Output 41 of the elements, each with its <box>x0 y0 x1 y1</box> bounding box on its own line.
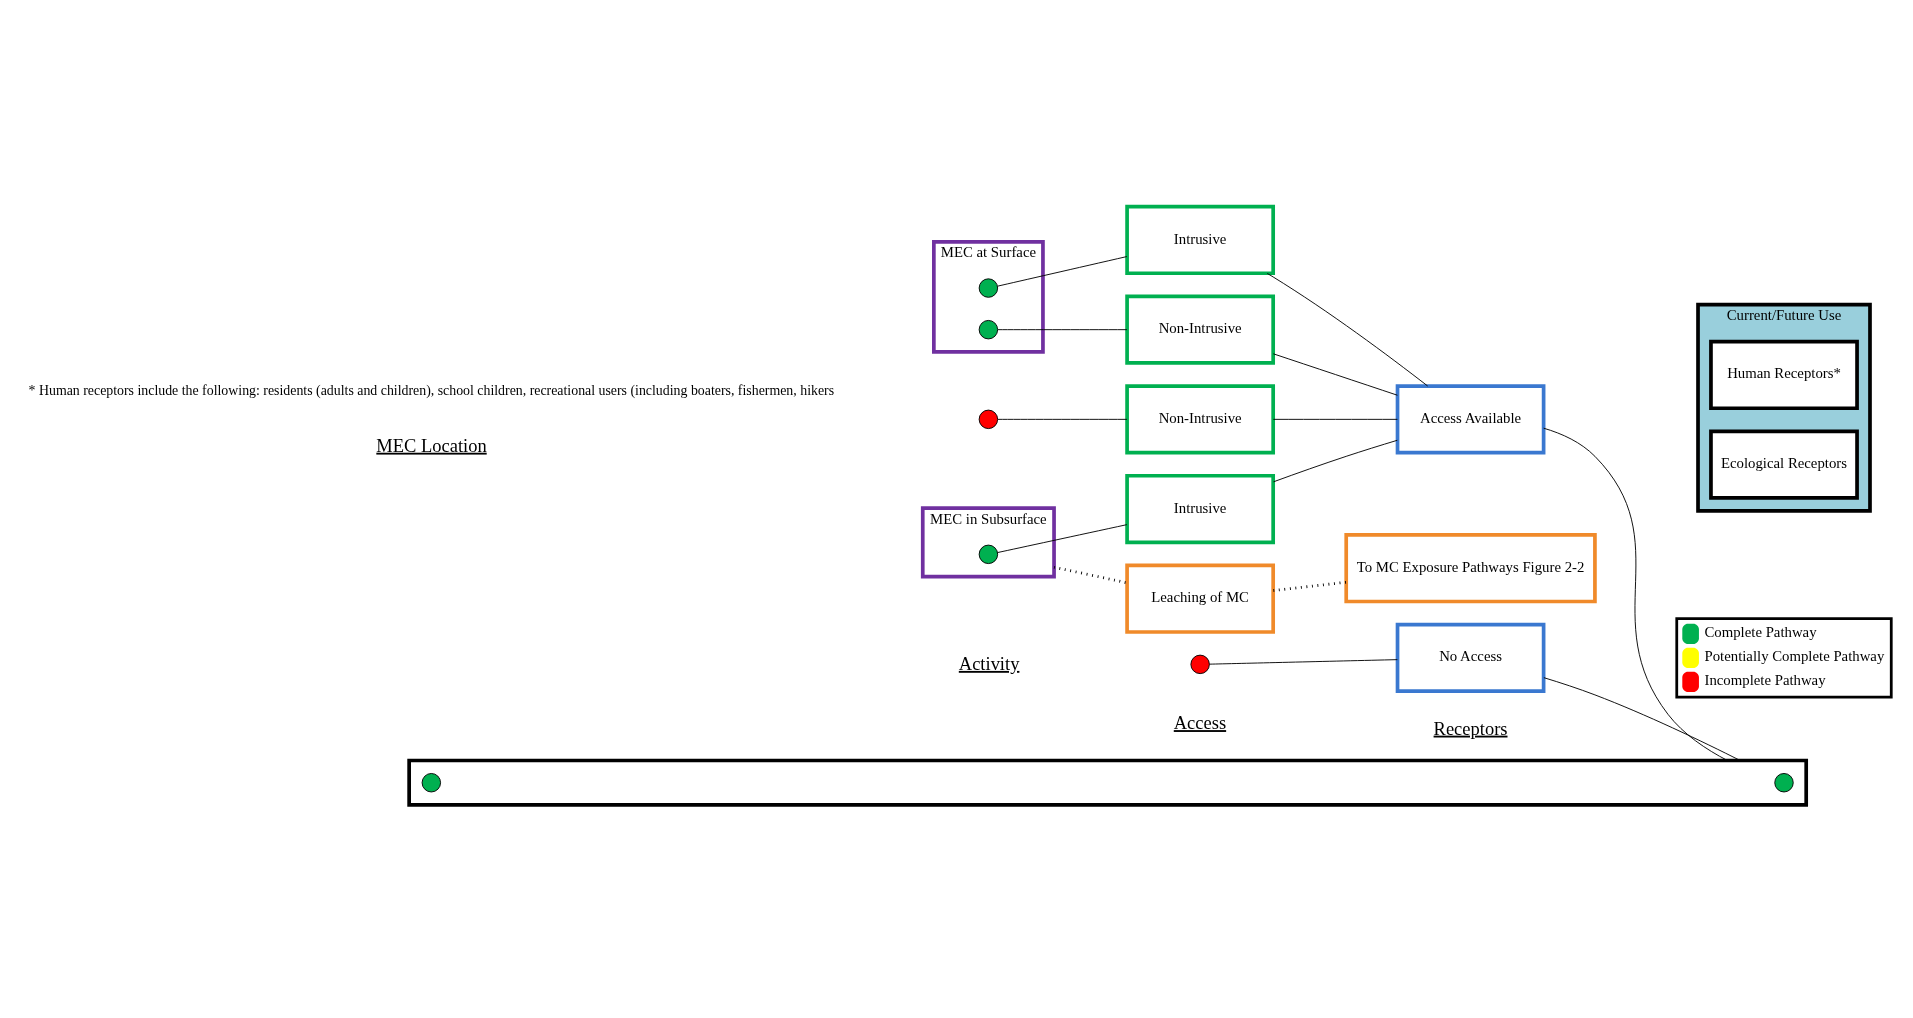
connector <box>1543 676 1741 761</box>
node-circle <box>978 409 999 429</box>
node-box: Leaching of MC <box>1125 563 1275 634</box>
node-circle <box>421 772 442 792</box>
node-box: Human Receptors* <box>1709 339 1859 410</box>
node-box: No Access <box>1395 622 1546 693</box>
node-box: Ecological Receptors <box>1709 429 1859 500</box>
connector <box>1273 439 1398 482</box>
node-circle <box>1774 772 1794 792</box>
connector <box>1266 272 1429 386</box>
label: Activity <box>958 653 1020 674</box>
node-box: Intrusive <box>1125 473 1275 544</box>
cluster <box>407 758 1809 807</box>
node-circle <box>978 544 999 564</box>
connector <box>997 328 1128 330</box>
connector <box>1273 580 1347 592</box>
node-box: To MC Exposure Pathways Figure 2-2 <box>1344 532 1597 603</box>
label: Receptors <box>1433 718 1508 739</box>
node-circle <box>1190 654 1210 674</box>
node-box: Intrusive <box>1125 204 1275 275</box>
node-circle <box>978 277 999 298</box>
label: * Human receptors include the following: residents (adults and children), school children, recreational users (including boaters, fishermen, hikers <box>28 382 835 398</box>
connector <box>1272 418 1398 420</box>
cluster: MEC in Subsurface <box>920 505 1056 578</box>
label: MEC Location <box>376 435 487 456</box>
connector <box>997 523 1128 553</box>
node-box: Access Available <box>1395 383 1546 454</box>
connector <box>1272 352 1398 396</box>
connector <box>997 255 1128 287</box>
node-box: Non-Intrusive <box>1125 383 1275 454</box>
connector <box>1543 427 1728 761</box>
node-circle <box>978 319 999 339</box>
connector <box>1053 565 1128 584</box>
connector <box>997 418 1128 420</box>
node-box: Non-Intrusive <box>1125 294 1275 365</box>
label: Access <box>1173 712 1227 733</box>
legend-label: Complete Pathway <box>1704 623 1817 640</box>
connector <box>1208 658 1398 665</box>
legend-label: Incomplete Pathway <box>1704 671 1826 688</box>
legend-label: Potentially Complete Pathway <box>1704 647 1885 664</box>
cluster: MEC at Surface <box>932 239 1045 354</box>
